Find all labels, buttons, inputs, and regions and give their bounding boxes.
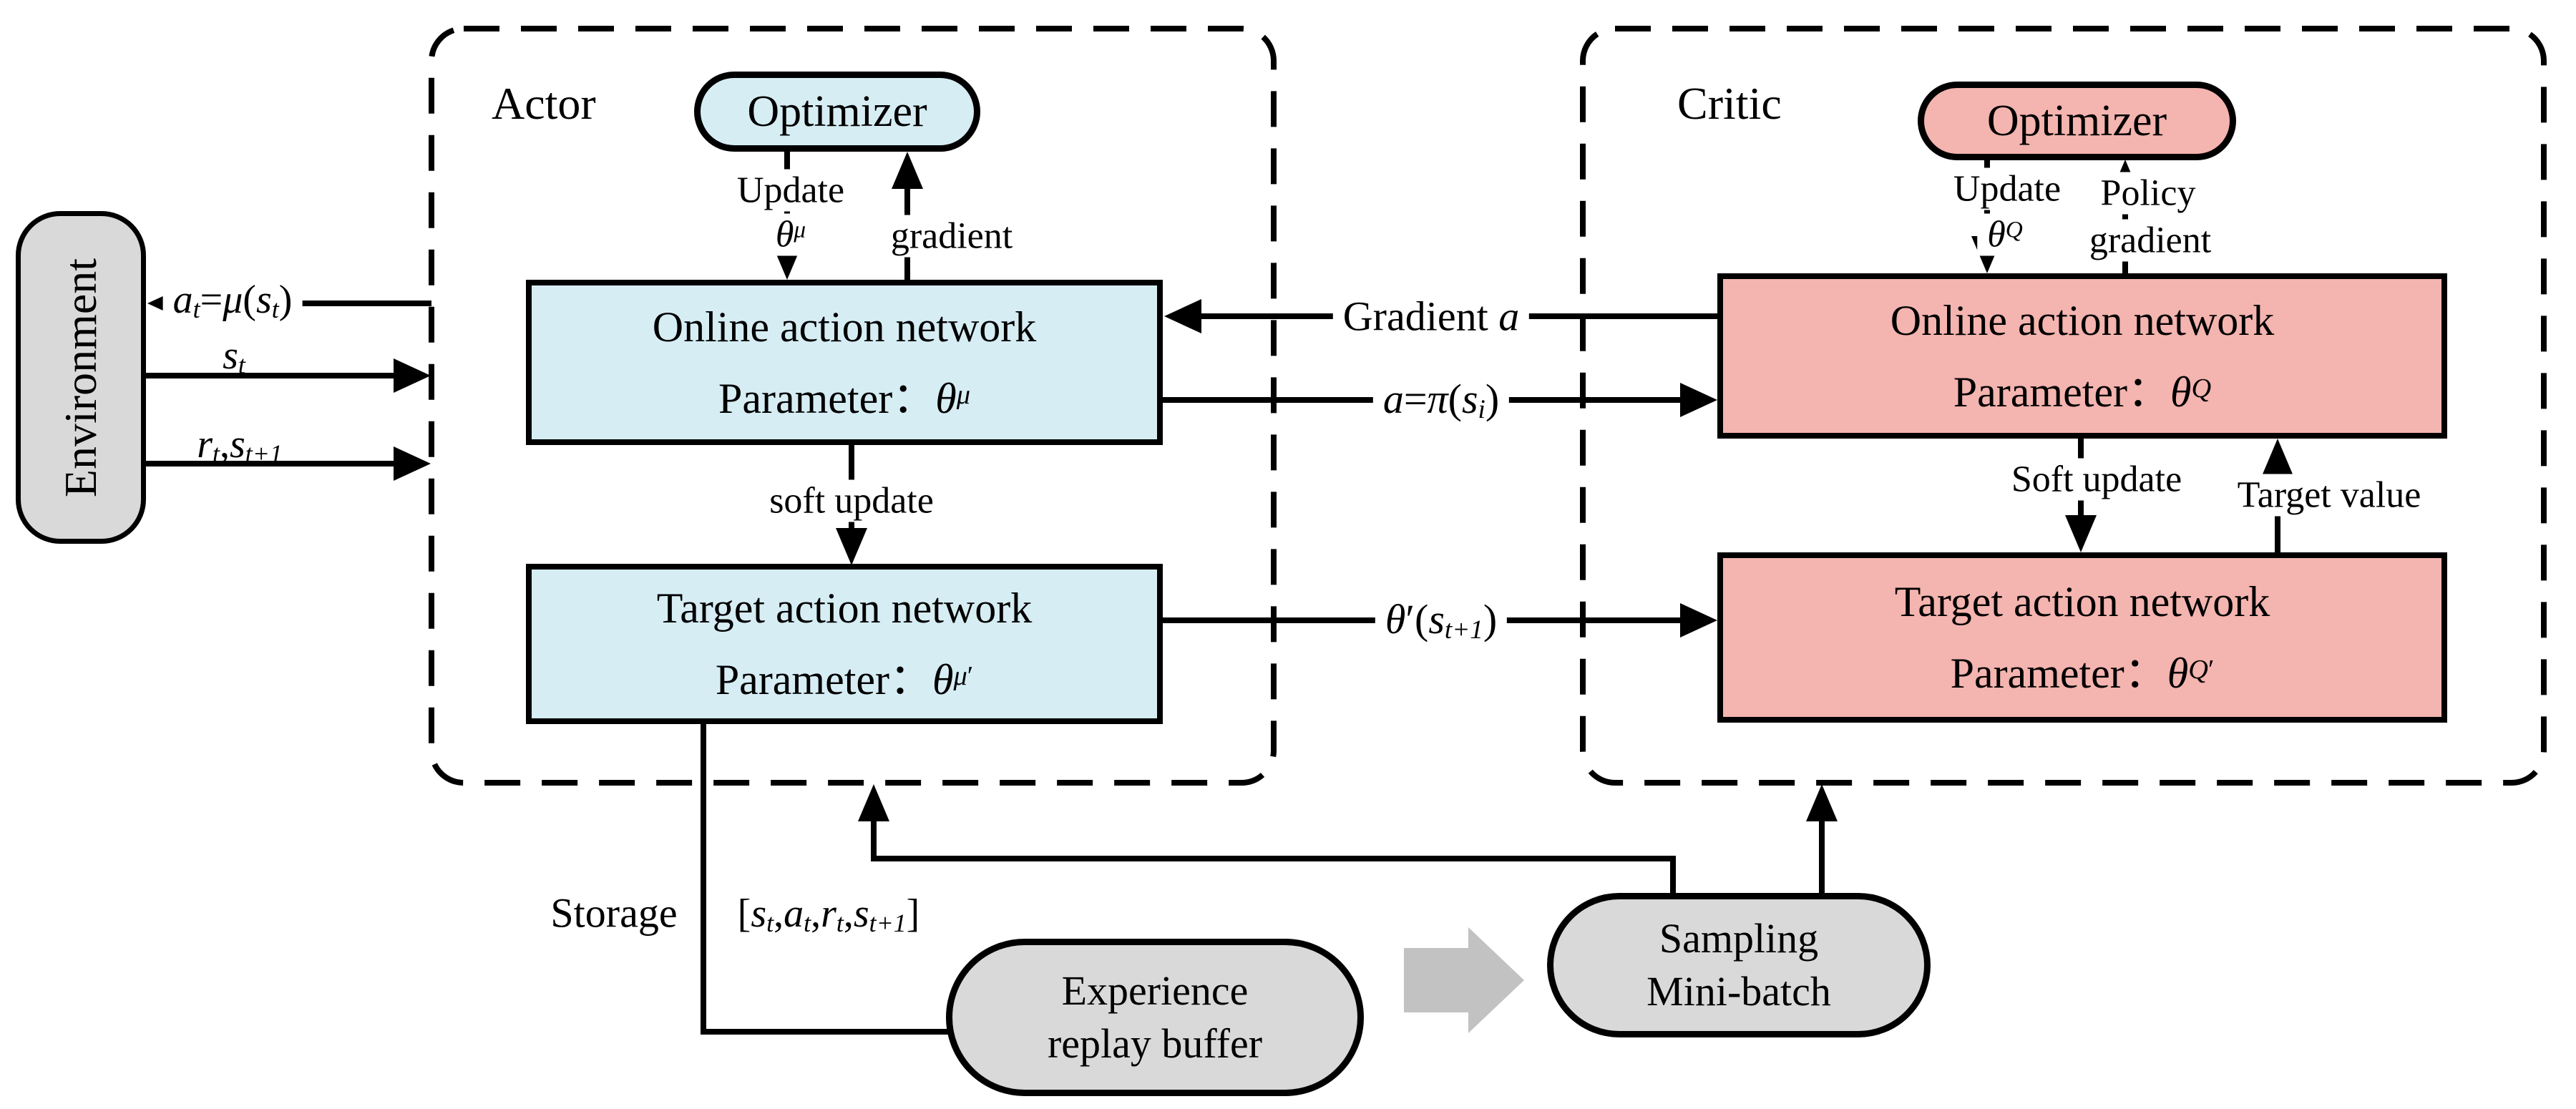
arrowhead-soft-into-actor-target — [836, 528, 867, 565]
arrowhead-gradient-into-actor-optimizer — [892, 152, 923, 189]
replay-buffer-line1: Experience — [1061, 967, 1249, 1014]
arrowhead-reward-into-actor — [394, 446, 431, 481]
storage-tuple-label: [st,at,rt,st+1] — [737, 891, 920, 937]
theta-next-label: θ′(st+1) — [1375, 595, 1508, 645]
environment-label: Environment — [55, 258, 106, 497]
critic-policy-gradient-label: gradient — [2079, 219, 2222, 262]
actor-update-param-label: θμ — [765, 213, 816, 256]
replay-buffer-line2: replay buffer — [1047, 1020, 1263, 1067]
critic-online-network-line2: Parameter：θQ — [1953, 368, 2212, 416]
actor-gradient-label: gradient — [880, 215, 1023, 258]
critic-optimizer-label: Optimizer — [1986, 96, 2167, 145]
storage-line — [701, 724, 949, 1035]
arrowhead-gradient-a-into-actor-online — [1164, 299, 1201, 333]
edge-state-label: st — [223, 333, 245, 379]
critic-target-network-line2: Parameter：θQ′ — [1950, 650, 2215, 697]
arrowhead-minibatch-into-actor — [858, 784, 889, 821]
action-pi-label: a=π(si) — [1372, 375, 1510, 425]
edge-action-label: at=μ(st) — [162, 277, 303, 324]
critic-update-label: Update — [1943, 167, 2072, 210]
environment-box: Environment — [16, 211, 146, 544]
critic-soft-update-label: Soft update — [2001, 458, 2192, 501]
minibatch-to-actor-line — [871, 817, 1676, 896]
arrowhead-target-value-into-critic-online — [2262, 439, 2293, 476]
actor-target-network-box: Target action network Parameter：θμ′ — [526, 564, 1163, 724]
critic-dashed-border — [1580, 26, 2547, 786]
critic-target-network-line1: Target action network — [1894, 578, 2270, 625]
arrowhead-action-into-critic-online — [1680, 383, 1717, 417]
actor-online-network-line2: Parameter：θμ — [718, 374, 970, 422]
actor-target-network-line2: Parameter：θμ′ — [715, 656, 974, 703]
actor-soft-update-label: soft update — [759, 479, 944, 522]
actor-online-network-line1: Online action network — [652, 303, 1037, 351]
actor-optimizer-box: Optimizer — [694, 72, 980, 152]
actor-update-label: Update — [726, 169, 855, 212]
critic-optimizer-box: Optimizer — [1918, 82, 2236, 160]
arrowhead-minibatch-into-critic — [1806, 784, 1838, 821]
block-arrow-buffer-to-sampling — [1404, 927, 1524, 1033]
sampling-line1: Sampling — [1659, 914, 1819, 962]
experience-replay-buffer-box: Experience replay buffer — [946, 939, 1364, 1096]
critic-update-param-label: θQ — [1977, 213, 2033, 256]
critic-title: Critic — [1677, 78, 1782, 129]
storage-label: Storage — [550, 889, 678, 937]
sampling-minibatch-box: Sampling Mini-batch — [1547, 893, 1931, 1037]
sampling-line2: Mini-batch — [1646, 968, 1831, 1015]
critic-policy-label: Policy — [2090, 172, 2206, 215]
gradient-a-label: Gradient a — [1332, 292, 1530, 341]
actor-optimizer-label: Optimizer — [747, 87, 927, 136]
critic-target-value-label: Target value — [2227, 474, 2431, 517]
actor-online-network-box: Online action network Parameter：θμ — [526, 280, 1163, 445]
actor-dashed-border — [429, 26, 1277, 786]
actor-target-network-line1: Target action network — [656, 585, 1033, 632]
edge-reward-label: rt,st+1 — [197, 422, 283, 468]
arrowhead-theta-into-critic-target — [1680, 603, 1717, 637]
arrowhead-soft-into-critic-target — [2065, 515, 2097, 552]
critic-online-network-line1: Online action network — [1890, 296, 2275, 344]
critic-target-network-box: Target action network Parameter：θQ′ — [1717, 552, 2447, 723]
critic-online-network-box: Online action network Parameter：θQ — [1717, 273, 2447, 439]
actor-title: Actor — [492, 78, 596, 129]
arrowhead-state-into-actor — [394, 358, 431, 393]
